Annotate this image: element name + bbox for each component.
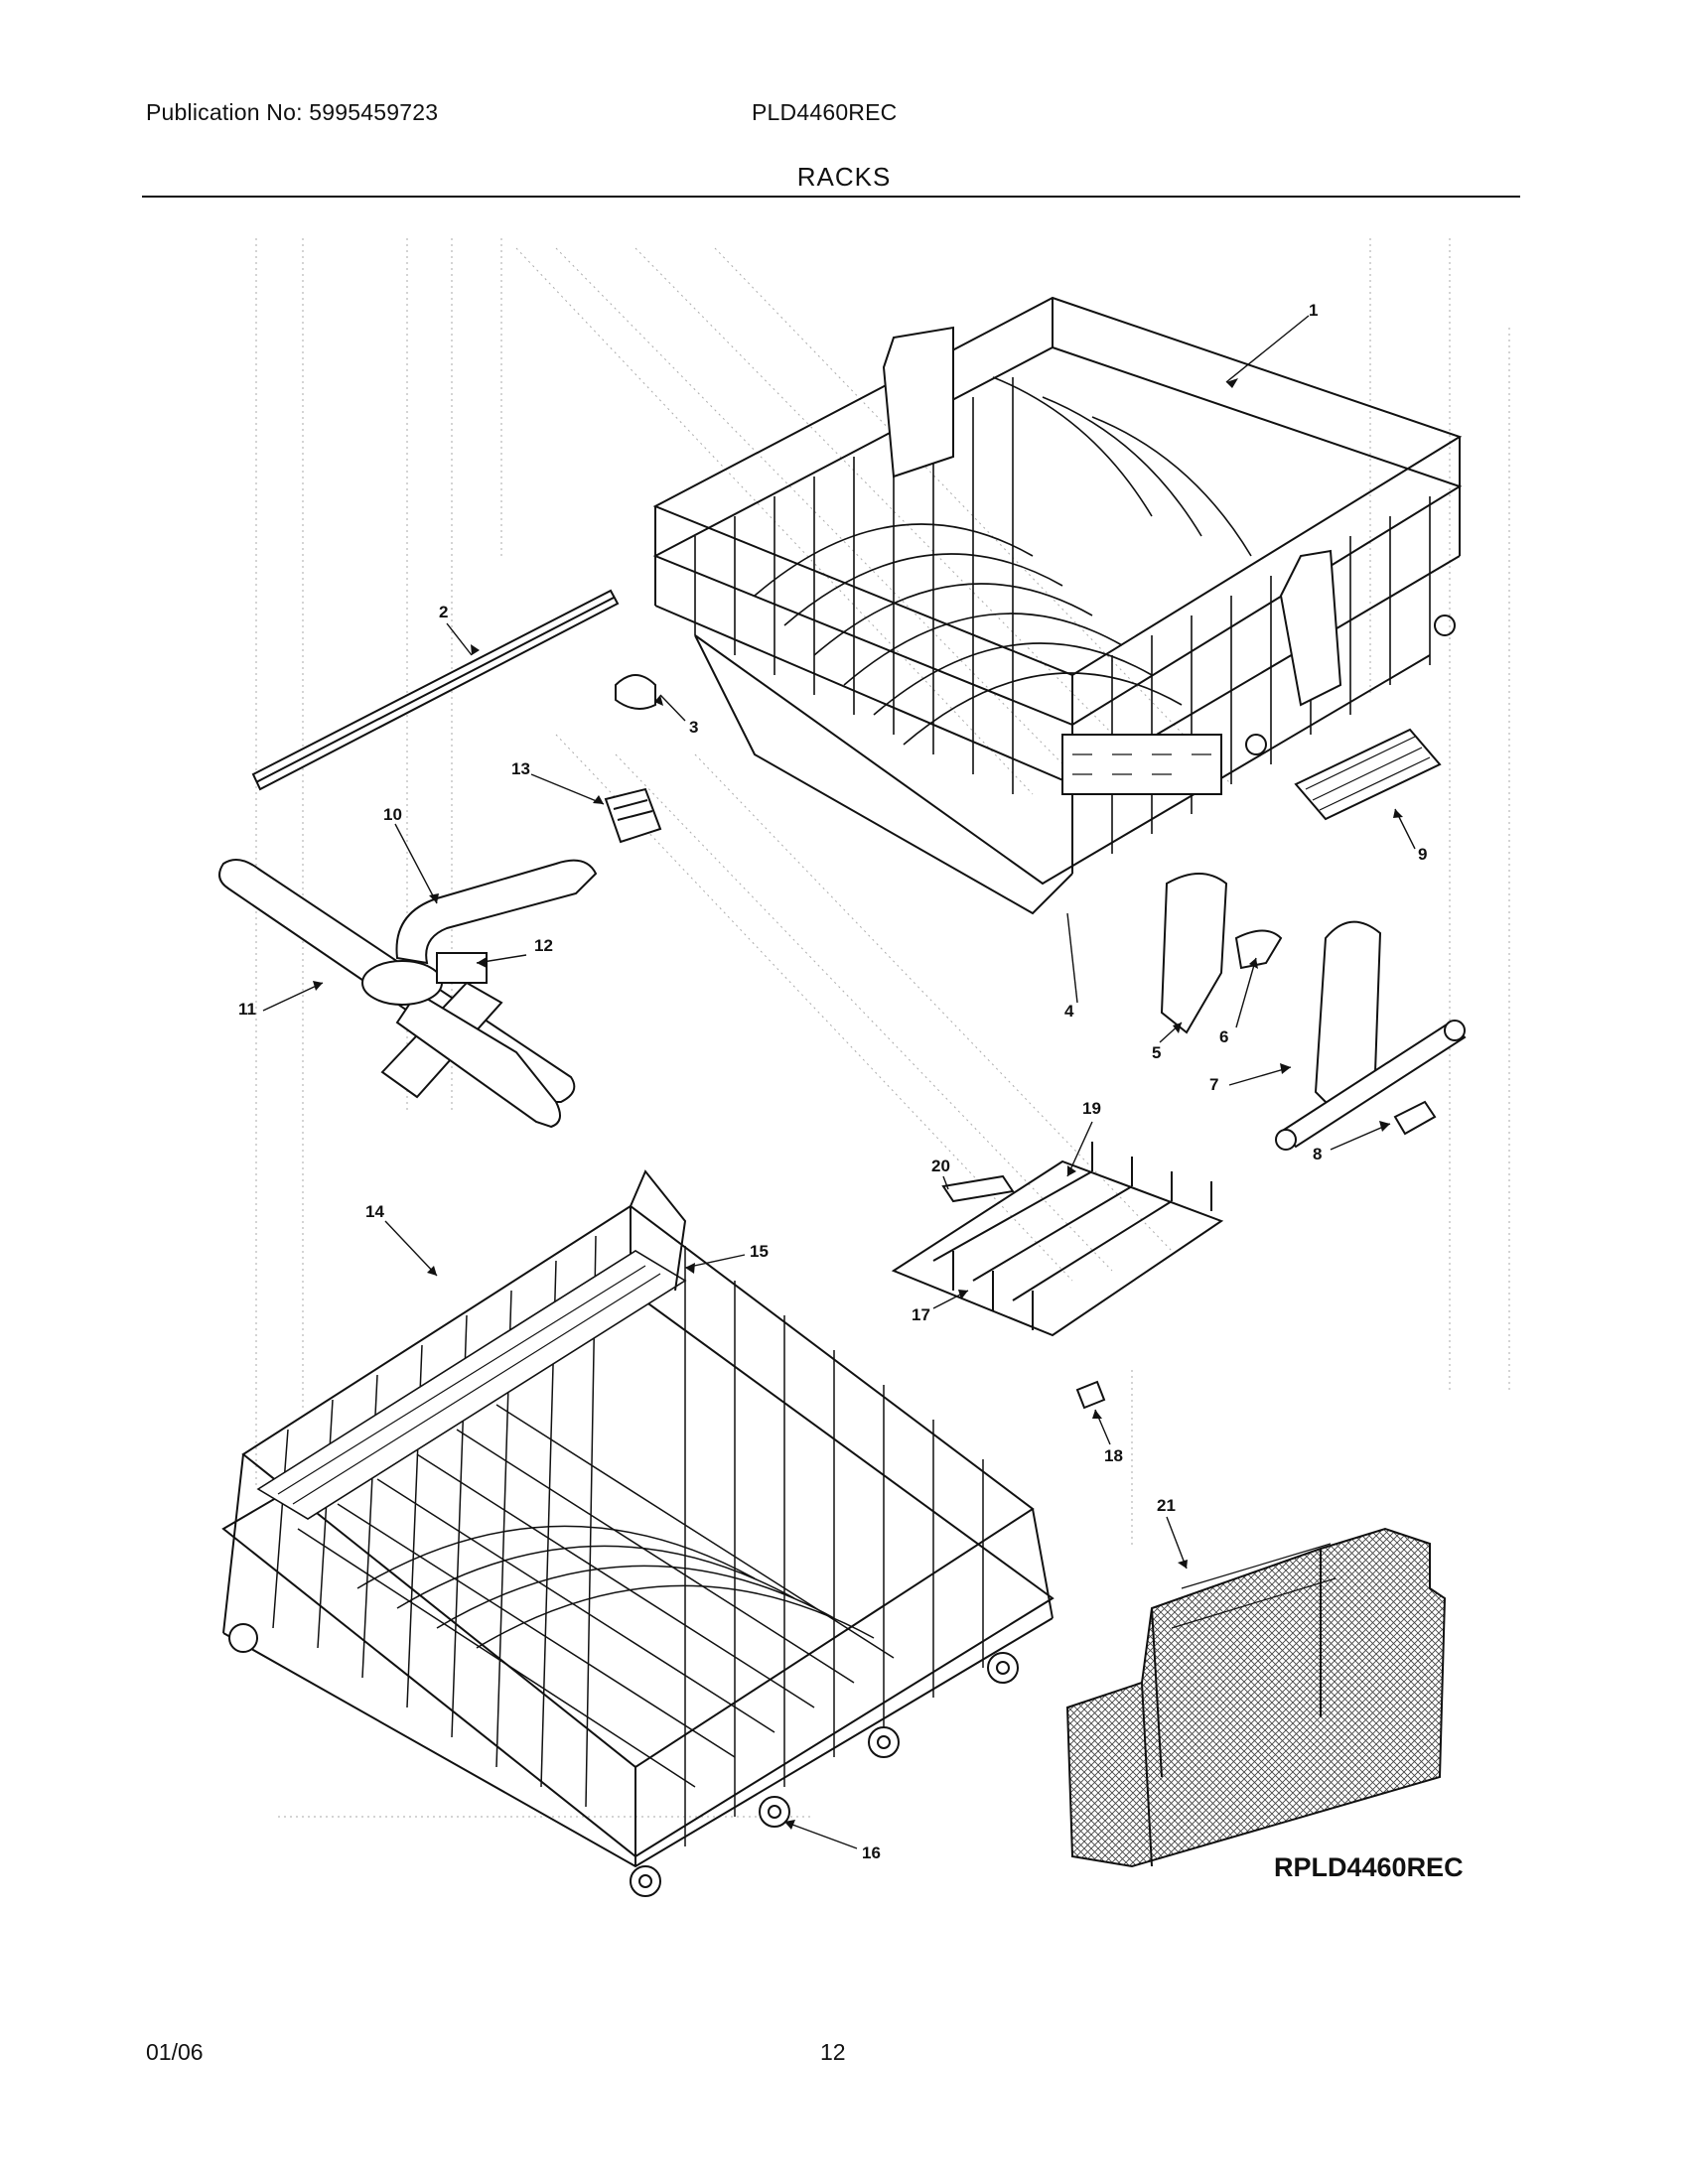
callout-6: 6 — [1219, 1027, 1228, 1046]
callout-9: 9 — [1418, 845, 1427, 864]
callout-5: 5 — [1152, 1043, 1161, 1062]
lower-rack — [221, 1169, 1055, 1897]
leader-arrowheads — [313, 378, 1403, 1830]
page-number: 12 — [820, 2039, 846, 2065]
publication-number: Publication No: 5995459723 — [146, 99, 439, 125]
upper-rack — [652, 296, 1463, 915]
callout-12: 12 — [534, 936, 553, 955]
callout-2: 2 — [439, 603, 448, 621]
rack-adjuster-parts — [1160, 728, 1467, 1151]
section-title: RACKS — [796, 162, 892, 192]
callout-18: 18 — [1104, 1446, 1123, 1465]
callout-14: 14 — [365, 1202, 384, 1221]
callout-1: 1 — [1309, 301, 1318, 320]
footer-date: 01/06 — [146, 2039, 204, 2065]
callout-8: 8 — [1313, 1145, 1322, 1163]
callout-13: 13 — [511, 759, 530, 778]
callout-19: 19 — [1082, 1099, 1101, 1118]
tine-section — [891, 1142, 1224, 1410]
small-part-13 — [604, 787, 662, 844]
header-rule — [142, 196, 1520, 198]
rail-clip — [615, 674, 656, 710]
callout-4: 4 — [1064, 1002, 1074, 1021]
callout-7: 7 — [1209, 1075, 1218, 1094]
model-number: PLD4460REC — [752, 99, 898, 125]
callout-11: 11 — [238, 1000, 256, 1019]
callout-21: 21 — [1157, 1496, 1176, 1515]
callout-16: 16 — [862, 1843, 881, 1862]
rack-rail — [251, 589, 620, 791]
callout-17: 17 — [912, 1305, 930, 1324]
callout-20: 20 — [931, 1157, 950, 1175]
spray-arm-assembly — [218, 859, 598, 1129]
callout-10: 10 — [383, 805, 402, 824]
drawing-code: RPLD4460REC — [1274, 1852, 1464, 1882]
silverware-basket — [1065, 1527, 1447, 1868]
leader-lines — [262, 315, 1416, 1849]
callout-15: 15 — [750, 1242, 769, 1261]
callout-3: 3 — [689, 718, 698, 737]
